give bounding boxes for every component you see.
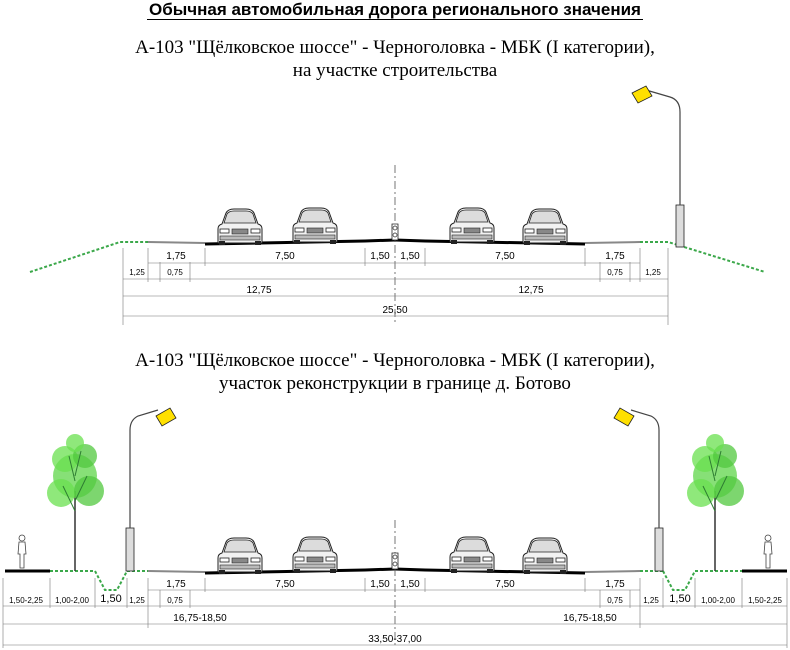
dim-median-right: 1,50	[400, 579, 420, 590]
section-1-title-line2: на участке строительства	[292, 60, 498, 81]
dim-small: 0,75	[607, 268, 623, 277]
car-icon	[522, 208, 568, 246]
car-icon	[522, 537, 568, 575]
car-icon	[292, 207, 338, 245]
embankment-left	[29, 241, 148, 273]
dim-shoulder-right: 1,75	[605, 579, 625, 590]
car-icon	[449, 207, 495, 245]
dim-half-right: 16,75-18,50	[563, 613, 617, 624]
dim-small: 1,00-2,00	[55, 596, 89, 605]
ditch-left	[94, 570, 128, 591]
section-1-title-line1: А-103 "Щёлковское шоссе" - Черноголовка …	[135, 37, 655, 58]
dim-ditch-right: 1,50	[669, 593, 690, 605]
dim-shoulder-right: 1,75	[605, 251, 625, 262]
dim-half-right: 12,75	[518, 285, 543, 296]
ditch-right	[662, 570, 696, 591]
dim-lane-left: 7,50	[275, 251, 295, 262]
dim-small: 0,75	[167, 596, 183, 605]
tree-icon	[686, 433, 745, 572]
section-2-title-line1: А-103 "Щёлковское шоссе" - Черноголовка …	[135, 350, 655, 371]
median-barrier-icon	[391, 223, 399, 241]
dim-median-right: 1,50	[400, 251, 420, 262]
car-icon	[217, 537, 263, 575]
cross-section-construction: 1,75 7,50 1,50 1,50 7,50 1,75 1,25 0,75 …	[29, 85, 766, 325]
car-icon	[449, 536, 495, 574]
dim-ditch-left: 1,50	[100, 593, 121, 605]
dim-shoulder-left: 1,75	[166, 251, 186, 262]
dim-half-left: 16,75-18,50	[173, 613, 227, 624]
dim-small: 1,50-2,25	[748, 596, 782, 605]
dim-small: 1,25	[129, 268, 145, 277]
dim-small: 1,50-2,25	[9, 596, 43, 605]
page-title-text: Обычная автомобильная дорога регионально…	[147, 0, 643, 20]
dim-total: 25,50	[382, 305, 407, 316]
embankment-right	[640, 241, 766, 273]
lamp-post-icon	[631, 85, 685, 248]
dim-small: 0,75	[607, 596, 623, 605]
cross-section-reconstruction: 1,50 1,75 7,50 1,50 1,50 7,50 1,75 1,50 …	[2, 407, 788, 648]
lamp-post-icon	[125, 407, 177, 572]
dim-lane-right: 7,50	[495, 251, 515, 262]
lamp-post-icon	[613, 407, 664, 572]
car-icon	[217, 208, 263, 246]
dim-small: 1,25	[129, 596, 145, 605]
dim-lane-left: 7,50	[275, 579, 295, 590]
pedestrian-icon	[763, 534, 773, 569]
pedestrian-icon	[17, 534, 27, 569]
page-title: Обычная автомобильная дорога регионально…	[0, 0, 790, 20]
dim-small: 1,25	[643, 596, 659, 605]
dim-lane-right: 7,50	[495, 579, 515, 590]
tree-icon	[46, 433, 105, 572]
dim-half-left: 12,75	[246, 285, 271, 296]
dim-median-left: 1,50	[370, 579, 390, 590]
dim-small: 1,00-2,00	[701, 596, 735, 605]
dim-small: 1,25	[645, 268, 661, 277]
section-2-title-line2: участок реконструкции в границе д. Ботов…	[219, 373, 571, 394]
dim-median-left: 1,50	[370, 251, 390, 262]
car-icon	[292, 536, 338, 574]
dim-total: 33,50-37,00	[368, 634, 422, 645]
median-barrier-icon	[391, 552, 399, 570]
dim-small: 0,75	[167, 268, 183, 277]
dim-shoulder-left: 1,75	[166, 579, 186, 590]
